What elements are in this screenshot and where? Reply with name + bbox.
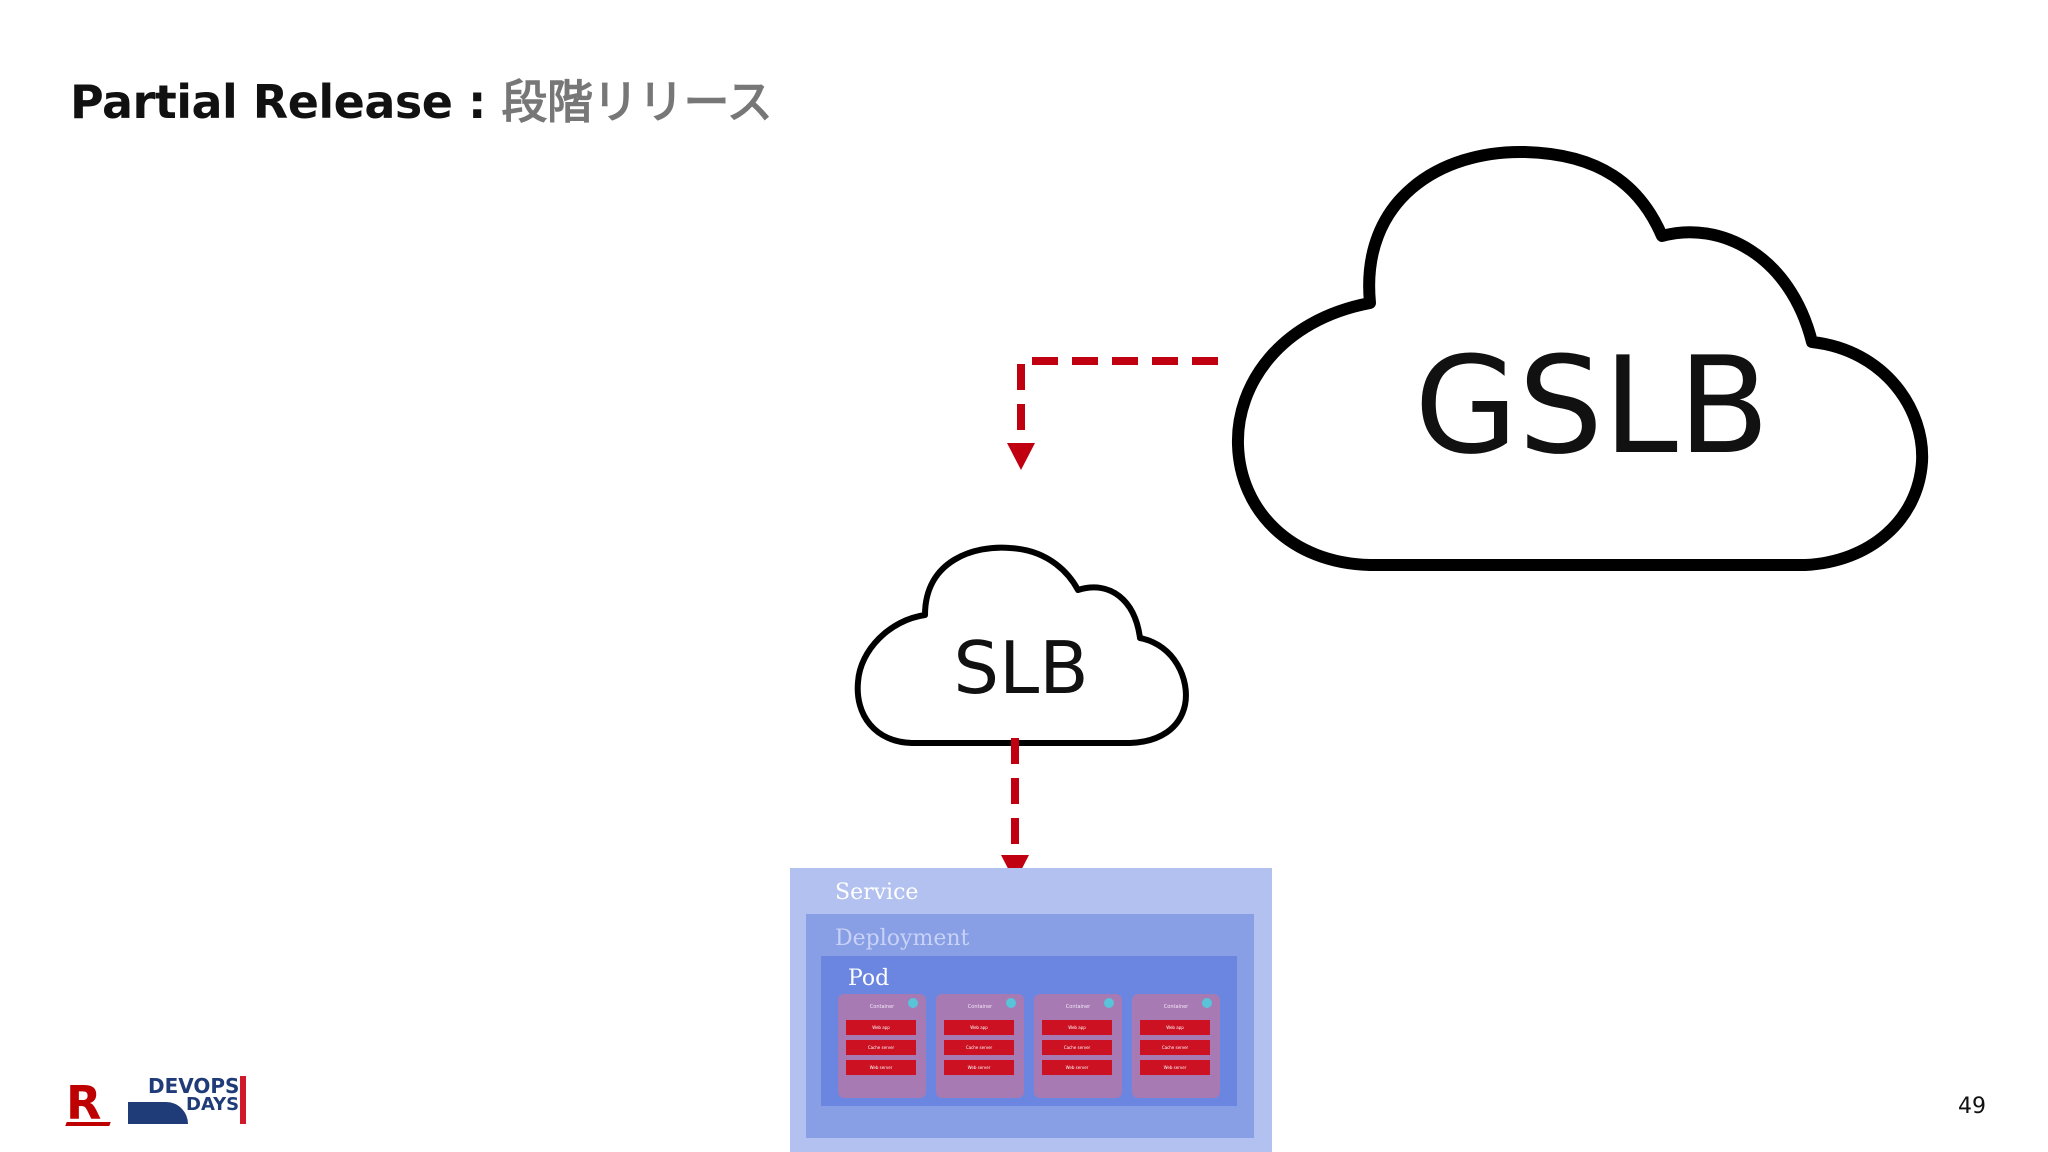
pod-label: Pod <box>848 966 890 991</box>
logo-wave-shape <box>128 1102 188 1124</box>
gslb-label: GSLB <box>1414 328 1769 484</box>
container-bar-web-server: Web server <box>1140 1060 1210 1075</box>
container-list: Container Web app Cache server Web serve… <box>838 994 1220 1098</box>
container-card: Container Web app Cache server Web serve… <box>936 994 1024 1098</box>
service-box: Service Deployment Pod Container Web app… <box>790 868 1272 1152</box>
container-bar-web-server: Web server <box>1042 1060 1112 1075</box>
deployment-box: Deployment Pod Container Web app Cache s… <box>806 914 1254 1138</box>
title-separator: : <box>452 75 502 129</box>
container-bar-cache-server: Cache server <box>1140 1040 1210 1055</box>
docker-whale-icon <box>1202 998 1212 1008</box>
logo-days-text: DAYS <box>186 1094 240 1115</box>
page-number: 49 <box>1958 1094 1986 1119</box>
container-bar-web-app: Web app <box>1140 1020 1210 1035</box>
gslb-cloud-shape <box>1231 145 1929 571</box>
devopsdays-tokyo-logo: DEVOPS DAYS <box>128 1072 258 1126</box>
container-title: Container <box>1163 1004 1189 1010</box>
gslb-to-slb-arrow-head <box>1007 443 1035 470</box>
container-title: Container <box>869 1004 895 1010</box>
container-card: Container Web app Cache server Web serve… <box>1132 994 1220 1098</box>
slb-label: SLB <box>953 626 1088 710</box>
container-card: Container Web app Cache server Web serve… <box>838 994 926 1098</box>
container-bar-web-server: Web server <box>846 1060 916 1075</box>
rakuten-logo: R <box>66 1076 102 1130</box>
docker-whale-icon <box>908 998 918 1008</box>
service-label: Service <box>835 880 919 905</box>
container-title: Container <box>967 1004 993 1010</box>
deployment-label: Deployment <box>835 926 970 951</box>
slide-title: Partial Release : 段階リリース <box>70 66 773 132</box>
container-bar-web-app: Web app <box>944 1020 1014 1035</box>
title-japanese: 段階リリース <box>501 75 773 129</box>
logo-devops-text: DEVOPS <box>148 1074 240 1098</box>
docker-whale-icon <box>1104 998 1114 1008</box>
tokyo-tower-icon <box>240 1076 246 1124</box>
title-english: Partial Release <box>70 75 453 129</box>
container-bar-web-server: Web server <box>944 1060 1014 1075</box>
container-bar-web-app: Web app <box>846 1020 916 1035</box>
gslb-to-slb-arrow-line <box>1017 357 1218 443</box>
container-card: Container Web app Cache server Web serve… <box>1034 994 1122 1098</box>
pod-box: Pod Container Web app Cache server Web s… <box>821 956 1237 1106</box>
container-bar-web-app: Web app <box>1042 1020 1112 1035</box>
slb-cloud-shape <box>854 544 1189 746</box>
container-bar-cache-server: Cache server <box>846 1040 916 1055</box>
container-bar-cache-server: Cache server <box>1042 1040 1112 1055</box>
container-title: Container <box>1065 1004 1091 1010</box>
docker-whale-icon <box>1006 998 1016 1008</box>
container-bar-cache-server: Cache server <box>944 1040 1014 1055</box>
